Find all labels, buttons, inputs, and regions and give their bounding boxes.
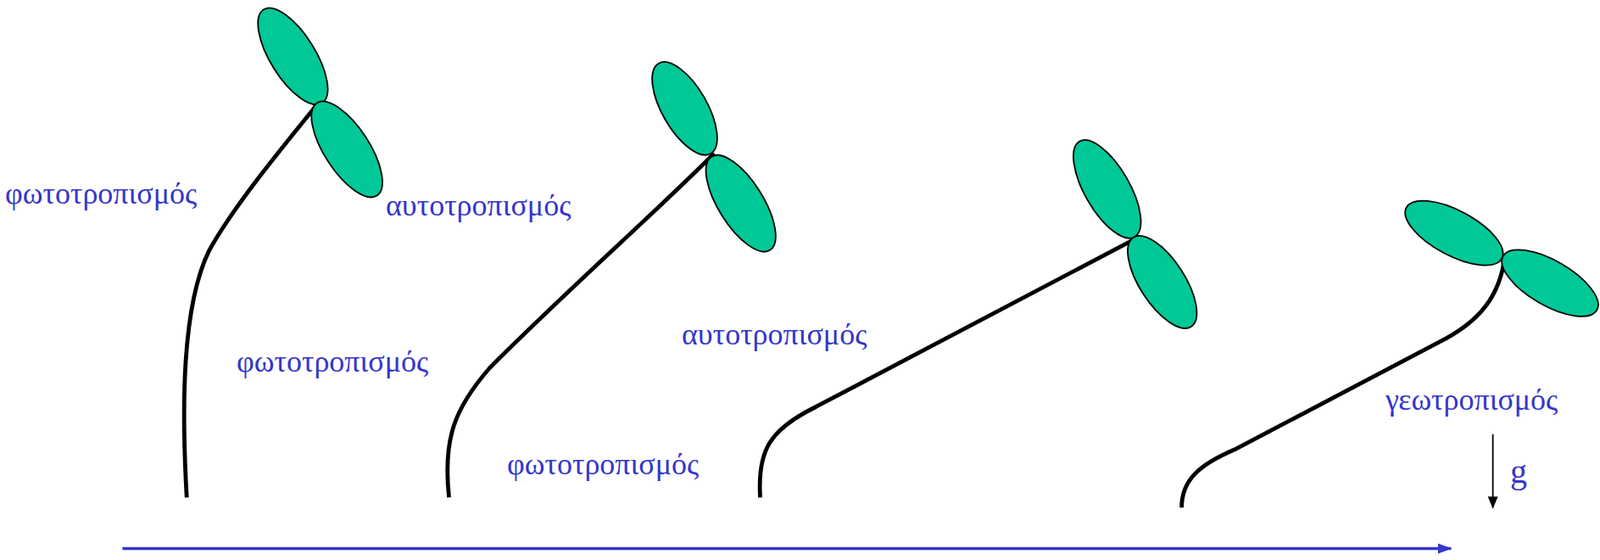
cotyledon-leaf [1492,236,1600,330]
cotyledon-leaf [298,90,396,208]
cotyledon-leaf [1059,129,1155,248]
seedling-stem [1181,255,1506,508]
cotyledon-leaf [1395,187,1512,279]
tropism-label: φωτοτροπισμός [236,343,429,380]
seedling-stem [183,99,322,497]
cotyledon-leaf [244,0,341,116]
gravity-symbol: g [1510,451,1528,492]
cotyledon-leaf [1114,225,1210,340]
tropism-label: φωτοτροπισμός [5,175,197,212]
tropism-label: αυτοτροπισμός [681,316,867,353]
cotyledon-leaf [639,51,731,165]
tropism-label: φωτοτροπισμός [507,445,699,483]
tropism-label: γεωτροπισμός [1385,381,1558,419]
tropism-label: αυτοτροπισμός [385,187,571,224]
time-axis-arrow [122,546,1451,551]
gravity-arrow [1492,434,1495,508]
cotyledon-leaf [692,144,790,263]
seedling-stem [759,239,1133,497]
